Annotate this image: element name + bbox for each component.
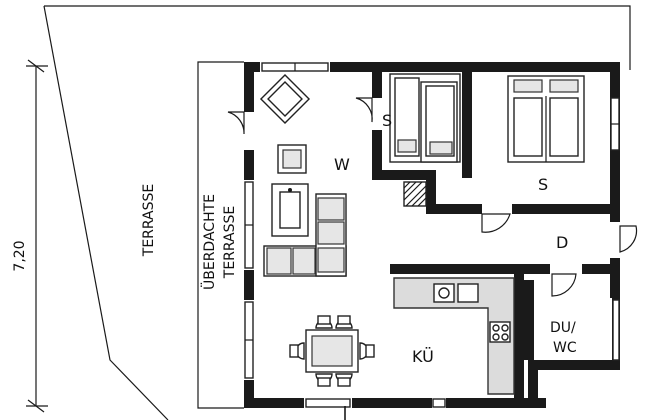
- dimension-7-20: 7,20: [12, 59, 48, 413]
- kitchen-counter: [393, 277, 515, 395]
- room-label-living: W: [334, 155, 350, 174]
- bunk-bed: [389, 73, 461, 163]
- windows: [244, 62, 620, 408]
- covered-terrace-label-1: ÜBERDACHTE: [200, 194, 218, 290]
- chimney: [403, 181, 427, 207]
- living-furniture: [259, 73, 347, 277]
- terrace-label: TERRASSE: [141, 184, 157, 257]
- room-label-small-bedroom: S: [382, 111, 392, 130]
- room-label-bedroom: S: [538, 175, 548, 194]
- dining-set: [289, 315, 375, 387]
- doors: [227, 97, 638, 420]
- covered-terrace-label-2: TERRASSE: [222, 206, 238, 279]
- room-label-bath-1: DU/: [550, 320, 576, 336]
- room-label-hall: D: [556, 233, 568, 252]
- dimension-label: 7,20: [12, 240, 28, 271]
- room-label-kitchen: KÜ: [412, 347, 434, 366]
- double-bed: [507, 75, 585, 163]
- room-label-bath-2: WC: [553, 340, 577, 356]
- covered-terrace-outline: [197, 61, 244, 409]
- site-outline: [43, 5, 631, 420]
